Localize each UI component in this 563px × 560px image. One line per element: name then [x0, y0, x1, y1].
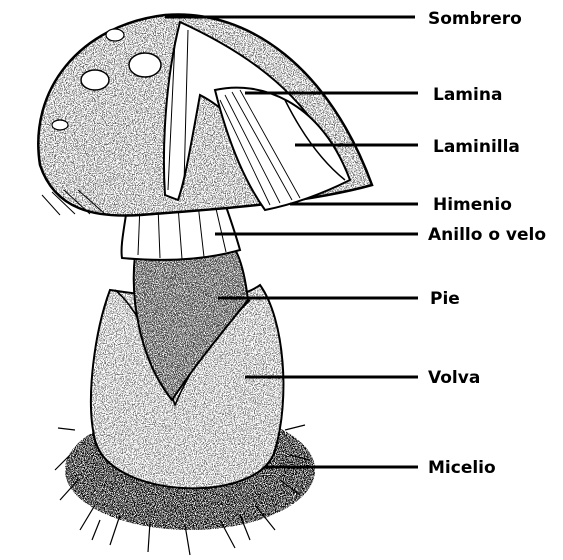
label-anillo: Anillo o velo [428, 225, 546, 245]
label-volva: Volva [428, 368, 480, 388]
label-pie: Pie [430, 289, 460, 309]
label-lamina: Lamina [433, 85, 502, 105]
label-micelio: Micelio [428, 458, 496, 478]
label-himenio: Himenio [433, 195, 512, 215]
label-sombrero: Sombrero [428, 9, 522, 29]
label-laminilla: Laminilla [433, 137, 520, 157]
